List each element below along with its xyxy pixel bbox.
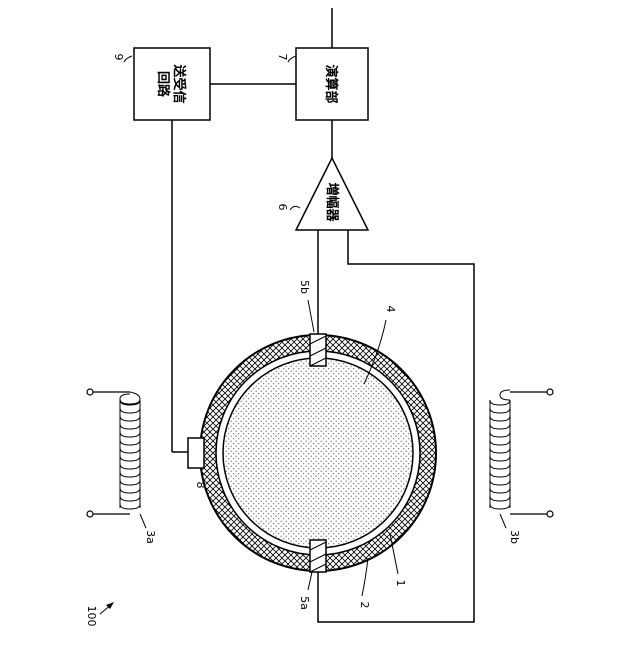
ref-3a: 3a [144,530,157,544]
electrode-5b-body [310,334,326,366]
amplifier-block: 増幅器 6 [276,158,368,230]
ref-7: 7 [276,54,289,61]
ref-9: 9 [112,54,125,61]
coil-3b-terminal-top [547,389,553,395]
ref-5b: 5b [298,280,311,294]
figure-label-group: 100 [85,602,114,627]
liner-label: 2 [358,558,371,609]
computing-unit-label: 演算部 [323,64,339,103]
pipe-cross-section [200,335,436,571]
ref-8: 8 [194,482,207,489]
transmission-circuit-label-1: 送受信 [171,63,187,103]
electrode-5a-body [310,540,326,572]
coil-3a: 3a [87,389,157,544]
ref-leader-5b [308,300,314,332]
sensor-pad-8: 8 [188,438,207,489]
ref-leader-2 [362,558,368,596]
ref-3b: 3b [508,530,521,544]
coil-3b: 3b [490,389,553,544]
ref-6: 6 [276,204,289,211]
coil-3b-terminal-bottom [547,511,553,517]
ref-leader-3a [140,514,146,528]
ref-4: 4 [384,306,397,313]
ref-2: 2 [358,602,371,609]
ref-leader-6 [290,206,300,210]
amplifier-label: 増幅器 [324,182,340,222]
coil-3a-windings [120,392,140,509]
ref-leader-5a [308,572,312,590]
sensor-pad-body [188,438,204,468]
ref-5a: 5a [298,596,311,610]
ref-leader-3b [500,514,506,528]
coil-3a-terminal-top [87,389,93,395]
fluid-region [223,358,413,548]
figure-label: 100 [85,606,98,627]
transmission-circuit-label-2: 回路 [155,71,171,98]
coil-3a-terminal-bottom [87,511,93,517]
transmission-circuit-block: 送受信 回路 9 [112,48,210,120]
coil-3b-windings [490,390,510,509]
ref-1: 1 [394,580,407,587]
